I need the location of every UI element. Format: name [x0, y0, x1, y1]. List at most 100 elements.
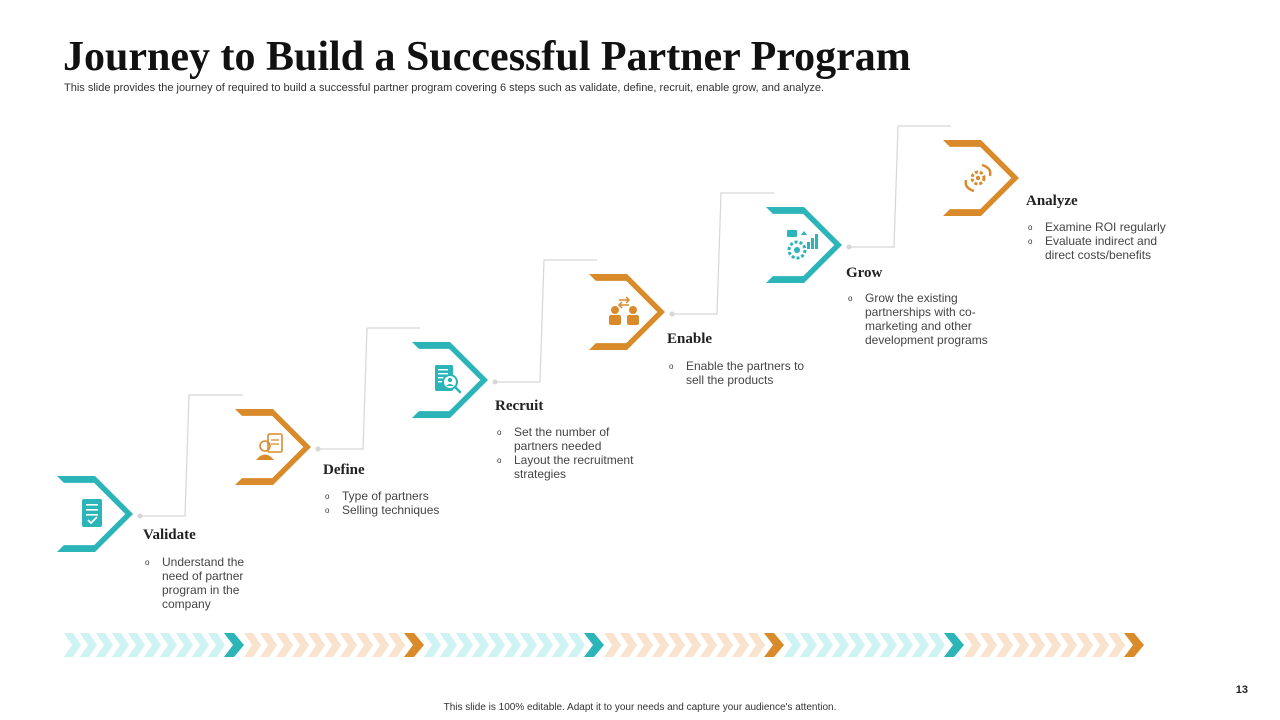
- bullet-item: Layout the recruitment strategies: [495, 453, 645, 481]
- strip-chevron-accent: [584, 633, 604, 657]
- strip-chevron: [128, 633, 145, 657]
- bullet-item: Evaluate indirect and direct costs/benef…: [1026, 234, 1166, 262]
- strip-chevron: [880, 633, 897, 657]
- connector-line: [849, 125, 951, 248]
- strip-chevron: [308, 633, 325, 657]
- step-bullets-analyze: Examine ROI regularlyEvaluate indirect a…: [1026, 220, 1166, 262]
- strip-chevron: [520, 633, 537, 657]
- strip-chevron: [160, 633, 177, 657]
- strip-chevron: [96, 633, 113, 657]
- step-chevron-define: [235, 409, 311, 485]
- step-bullets-grow: Grow the existing partnerships with co-m…: [846, 291, 996, 347]
- step-bullets-enable: Enable the partners to sell the products: [667, 359, 817, 387]
- strip-chevron: [816, 633, 833, 657]
- strip-chevron: [848, 633, 865, 657]
- strip-chevron: [536, 633, 553, 657]
- search-profile-icon: [435, 365, 462, 394]
- strip-chevron: [424, 633, 441, 657]
- page-subtitle: This slide provides the journey of requi…: [64, 82, 825, 94]
- strip-chevron: [276, 633, 293, 657]
- strip-chevron: [1044, 633, 1061, 657]
- strip-chevron: [684, 633, 701, 657]
- step-chevron-recruit: [412, 342, 488, 418]
- strip-chevron-accent: [1124, 633, 1144, 657]
- strip-chevron: [980, 633, 997, 657]
- page-number: 13: [1235, 684, 1248, 696]
- step-bullets-define: Type of partnersSelling techniques: [323, 489, 463, 518]
- document-check-icon: [82, 499, 102, 527]
- strip-chevron: [800, 633, 817, 657]
- connector-dot: [492, 379, 498, 385]
- strip-chevron: [636, 633, 653, 657]
- bullet-item: Understand the need of partner program i…: [143, 555, 273, 611]
- strip-chevron: [64, 633, 81, 657]
- strip-chevron: [996, 633, 1013, 657]
- growth-gear-icon: [787, 230, 818, 260]
- strip-chevron: [896, 633, 913, 657]
- step-title-enable: Enable: [667, 331, 713, 347]
- connector-line: [495, 259, 597, 383]
- connector-line: [672, 192, 774, 315]
- chevron-inner: [595, 280, 658, 344]
- strip-chevron: [440, 633, 457, 657]
- strip-chevron: [748, 633, 765, 657]
- strip-chevron-accent: [224, 633, 244, 657]
- strip-chevron: [372, 633, 389, 657]
- connector-dot: [137, 513, 143, 519]
- bullet-item: Set the number of partners needed: [495, 425, 645, 453]
- step-title-define: Define: [323, 462, 365, 478]
- strip-chevron: [784, 633, 801, 657]
- user-document-icon: [256, 433, 283, 460]
- connector-line: [318, 327, 420, 450]
- step-chevron-analyze: [943, 140, 1019, 216]
- strip-chevron: [552, 633, 569, 657]
- strip-chevron: [864, 633, 881, 657]
- connector-dot: [669, 311, 675, 317]
- step-title-validate: Validate: [143, 527, 196, 543]
- strip-chevron: [244, 633, 261, 657]
- chevron-inner: [241, 415, 304, 479]
- hand-gear-icon: [964, 163, 992, 193]
- strip-chevron: [292, 633, 309, 657]
- step-chevron-grow: [766, 207, 842, 283]
- strip-chevron: [176, 633, 193, 657]
- step-bullets-recruit: Set the number of partners neededLayout …: [495, 425, 645, 481]
- strip-chevron: [472, 633, 489, 657]
- strip-chevron: [1028, 633, 1045, 657]
- strip-chevron: [504, 633, 521, 657]
- strip-chevron: [1092, 633, 1109, 657]
- step-title-analyze: Analyze: [1026, 193, 1078, 209]
- strip-chevron: [208, 633, 225, 657]
- strip-chevron: [716, 633, 733, 657]
- bullet-item: Selling techniques: [323, 503, 463, 518]
- connector-line: [140, 394, 243, 517]
- strip-chevron: [568, 633, 585, 657]
- strip-chevron: [912, 633, 929, 657]
- footer-note: This slide is 100% editable. Adapt it to…: [443, 702, 837, 713]
- strip-chevron: [112, 633, 129, 657]
- strip-chevron: [324, 633, 341, 657]
- strip-chevron: [192, 633, 209, 657]
- page-title: Journey to Build a Successful Partner Pr…: [63, 34, 911, 80]
- strip-chevron: [832, 633, 849, 657]
- strip-chevron: [604, 633, 621, 657]
- strip-chevron: [1076, 633, 1093, 657]
- strip-chevron: [388, 633, 405, 657]
- strip-chevron-accent: [944, 633, 964, 657]
- strip-chevron-accent: [404, 633, 424, 657]
- connector-dot: [846, 244, 852, 250]
- step-bullets-validate: Understand the need of partner program i…: [143, 555, 273, 611]
- strip-chevron: [928, 633, 945, 657]
- strip-chevron: [1060, 633, 1077, 657]
- strip-chevron: [964, 633, 981, 657]
- chevron-inner: [772, 213, 835, 277]
- strip-chevron: [80, 633, 97, 657]
- strip-chevron: [144, 633, 161, 657]
- step-title-recruit: Recruit: [495, 398, 544, 414]
- bullet-item: Examine ROI regularly: [1026, 220, 1166, 235]
- strip-chevron: [456, 633, 473, 657]
- strip-chevron: [700, 633, 717, 657]
- strip-chevron: [488, 633, 505, 657]
